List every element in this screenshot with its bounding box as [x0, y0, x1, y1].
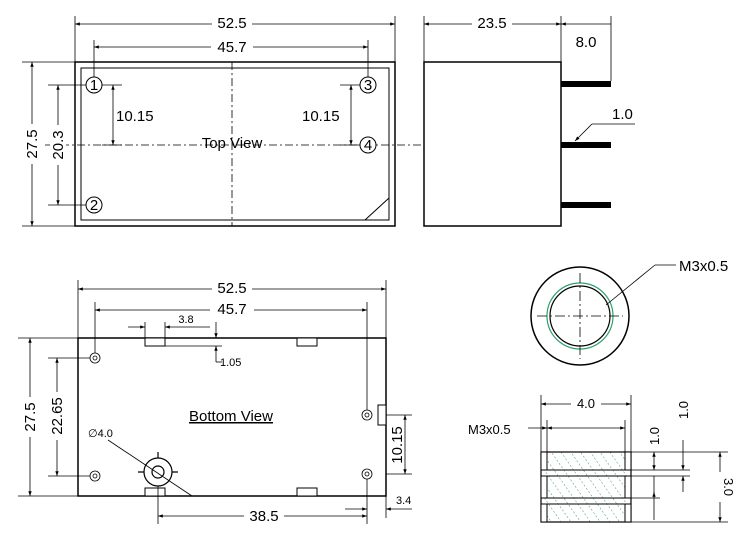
- insert-thread-label-side: M3x0.5: [468, 422, 511, 437]
- pin-2-label: 2: [90, 197, 98, 214]
- top-left-pitch-dimension: 10.15: [116, 108, 154, 125]
- insert-top-view: M3x0.5: [530, 258, 728, 366]
- bottom-edge-offset-dimension: 3.4: [396, 495, 411, 507]
- side-pin-diameter-dimension: 1.0: [612, 106, 633, 123]
- top-width-dimension: 52.5: [217, 15, 246, 32]
- bottom-view-body: [77, 337, 387, 497]
- insert-mid-gap-dimension: 1.0: [647, 427, 662, 445]
- bottom-width-dimension: 52.5: [217, 280, 246, 297]
- side-pin-diameter-leader: [574, 123, 593, 142]
- top-view: 1 2 3 4 Top View 52.5 45.7 27.5: [22, 14, 610, 227]
- insert-top-gap-dimension: 1.0: [676, 401, 691, 419]
- insert-width-dimension: 4.0: [577, 396, 595, 411]
- bottom-right-pitch-dimension: 10.15: [389, 426, 406, 464]
- bottom-view-label: Bottom View: [189, 408, 273, 425]
- bottom-standoff-height-dimension: 1.05: [220, 357, 241, 369]
- bottom-hole-height-dimension: 22.65: [49, 397, 66, 435]
- top-pin-span-dimension: 45.7: [217, 39, 246, 56]
- top-height-dimension: 27.5: [24, 129, 41, 158]
- standoff-tab-top-left: [144, 337, 166, 347]
- side-view: 23.5 8.0 1.0: [423, 14, 635, 227]
- insert-height-dimension: 3.0: [721, 478, 736, 496]
- side-pin-length-dimension: 8.0: [576, 34, 597, 51]
- insert-thread-leader: [605, 264, 656, 306]
- side-pin-middle: [561, 142, 611, 148]
- bottom-hole-diameter-dimension: ∅4.0: [88, 428, 113, 440]
- bottom-hole-diameter-leader: [107, 439, 193, 497]
- side-pin-bottom: [561, 202, 611, 208]
- side-view-body: [423, 61, 562, 227]
- pin-3-label: 3: [364, 77, 372, 94]
- top-view-inner-outline: [80, 67, 390, 221]
- standoff-tab-bottom-right: [296, 487, 318, 497]
- pin-4-label: 4: [364, 137, 372, 154]
- side-depth-dimension: 23.5: [477, 15, 506, 32]
- bottom-height-dimension: 27.5: [22, 402, 39, 431]
- bottom-mounting-insert: [138, 452, 178, 487]
- bottom-offset-dimension: 38.5: [249, 508, 278, 525]
- top-view-label: Top View: [202, 135, 263, 152]
- pin-1-label: 1: [90, 77, 98, 94]
- side-pin-top: [561, 81, 611, 87]
- bottom-hole-span-dimension: 45.7: [217, 301, 246, 318]
- insert-thread-label-top: M3x0.5: [679, 258, 728, 275]
- bottom-view: Bottom View 52.5 45.7 3.8 1.05 27.5: [18, 279, 412, 525]
- bottom-standoff-width-dimension: 3.8: [178, 314, 193, 326]
- top-pin-height-dimension: 20.3: [50, 130, 67, 159]
- insert-side-view: 4.0 M3x0.5 1.0 1.0 3.0: [468, 395, 736, 523]
- standoff-tab-right: [377, 404, 387, 426]
- standoff-tab-top-right: [296, 337, 318, 347]
- top-right-pitch-dimension: 10.15: [302, 108, 340, 125]
- top-view-body: [74, 61, 396, 227]
- top-view-corner-chamfer: [364, 197, 390, 221]
- standoff-tab-bottom-left: [144, 487, 166, 497]
